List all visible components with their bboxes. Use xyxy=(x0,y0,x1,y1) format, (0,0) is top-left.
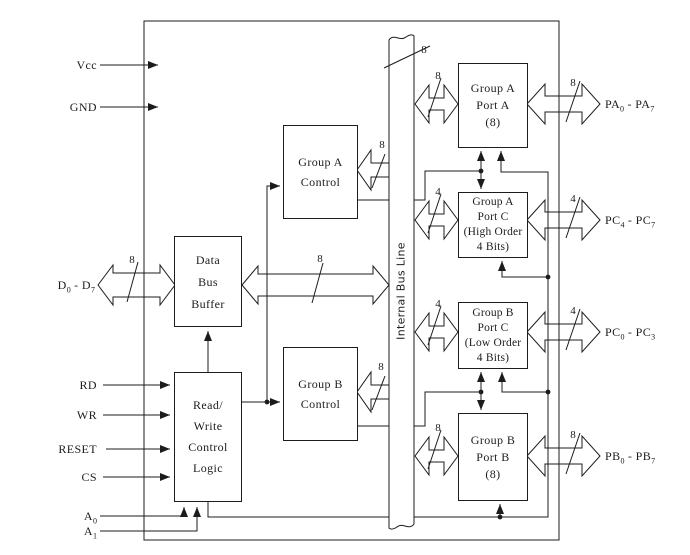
buffer-bus-arrow xyxy=(241,264,390,306)
pin-label-pb0-pb7: PB0 - PB7 xyxy=(605,449,656,466)
width-label-group-a-control: 8 xyxy=(379,139,385,151)
outer-chip-boundary xyxy=(143,20,560,541)
pin-lines xyxy=(100,61,201,532)
group-b-control-bus-arrow xyxy=(356,370,390,414)
internal-bus-label: Internal Bus Line xyxy=(394,242,408,340)
width-label-port-b-bus: 8 xyxy=(435,422,441,434)
width-label-group-b-control: 8 xyxy=(378,361,384,373)
data-bus-arrow xyxy=(97,263,176,307)
width-label-port-b-ext: 8 xyxy=(570,429,576,441)
width-label-port-c-low-bus: 4 xyxy=(435,298,441,310)
group-a-control-bus-arrow xyxy=(356,148,390,192)
width-label-data-bus: 8 xyxy=(129,254,135,266)
width-label-buffer-bus: 8 xyxy=(317,253,323,265)
pin-label-wr: WR xyxy=(76,408,97,422)
block-port-b: Group B Port B (8) xyxy=(458,413,528,501)
port-c-high-ext-arrow xyxy=(526,198,601,242)
width-label-port-c-high-ext: 4 xyxy=(570,193,576,205)
pin-label-pa0-pa7: PA0 - PA7 xyxy=(605,97,655,114)
block-port-c-high: Group A Port C (High Order 4 Bits) xyxy=(458,192,528,258)
pin-label-cs: CS xyxy=(81,470,97,484)
width-label-port-a-bus: 8 xyxy=(435,70,441,82)
pin-label-pc4-pc7: PC4 - PC7 xyxy=(605,213,656,230)
block-group-a-control: Group A Control xyxy=(283,125,358,219)
block-port-c-low: Group B Port C (Low Order 4 Bits) xyxy=(458,302,528,369)
port-a-ext-arrow xyxy=(526,82,601,126)
pin-label-rd: RD xyxy=(79,378,97,392)
pin-label-reset: RESET xyxy=(58,442,97,456)
internal-bus-bar xyxy=(388,34,415,530)
pin-label-a1: A1 xyxy=(83,524,97,541)
pin-label-vcc: Vcc xyxy=(76,58,97,72)
pin-label-a0: A0 xyxy=(83,509,97,526)
block-rw-control-logic: Read/ Write Control Logic xyxy=(174,372,242,502)
width-label-port-c-low-ext: 4 xyxy=(570,305,576,317)
width-label-port-c-high-bus: 4 xyxy=(435,186,441,198)
pin-label-d0-d7: D0 - D7 xyxy=(57,278,95,295)
width-label-internal-bus: 8 xyxy=(421,44,427,56)
block-group-b-control: Group B Control xyxy=(283,347,358,441)
block-data-bus-buffer: Data Bus Buffer xyxy=(174,236,242,327)
port-b-ext-arrow xyxy=(526,434,601,478)
pin-label-gnd: GND xyxy=(69,100,97,114)
port-c-low-ext-arrow xyxy=(526,310,601,354)
bit-width-slashes xyxy=(126,45,581,475)
pin-label-pc0-pc3: PC0 - PC3 xyxy=(605,325,656,342)
block-port-a: Group A Port A (8) xyxy=(458,63,528,148)
junction-dots xyxy=(264,168,551,520)
width-label-port-a-ext: 8 xyxy=(570,77,576,89)
